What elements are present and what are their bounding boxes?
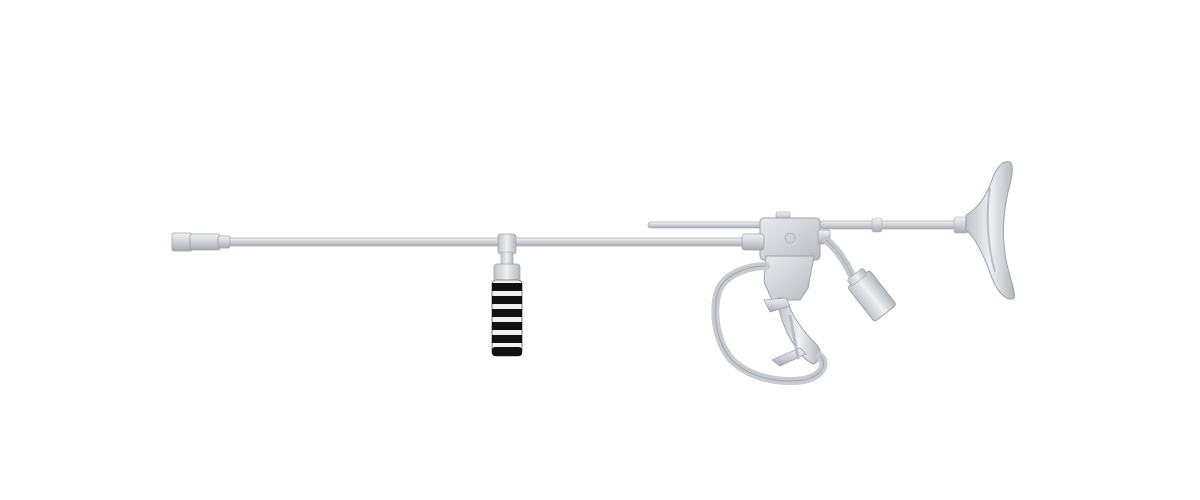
shoulder-rest	[965, 161, 1015, 300]
trigger-lever	[763, 297, 807, 367]
front-hand-grip	[491, 233, 523, 357]
valve-body	[741, 211, 831, 261]
trigger-guard	[711, 262, 828, 385]
rear-rod	[819, 216, 969, 234]
nozzle-tip	[171, 232, 231, 252]
side-canister	[822, 236, 896, 322]
pistol-grip	[763, 255, 821, 365]
